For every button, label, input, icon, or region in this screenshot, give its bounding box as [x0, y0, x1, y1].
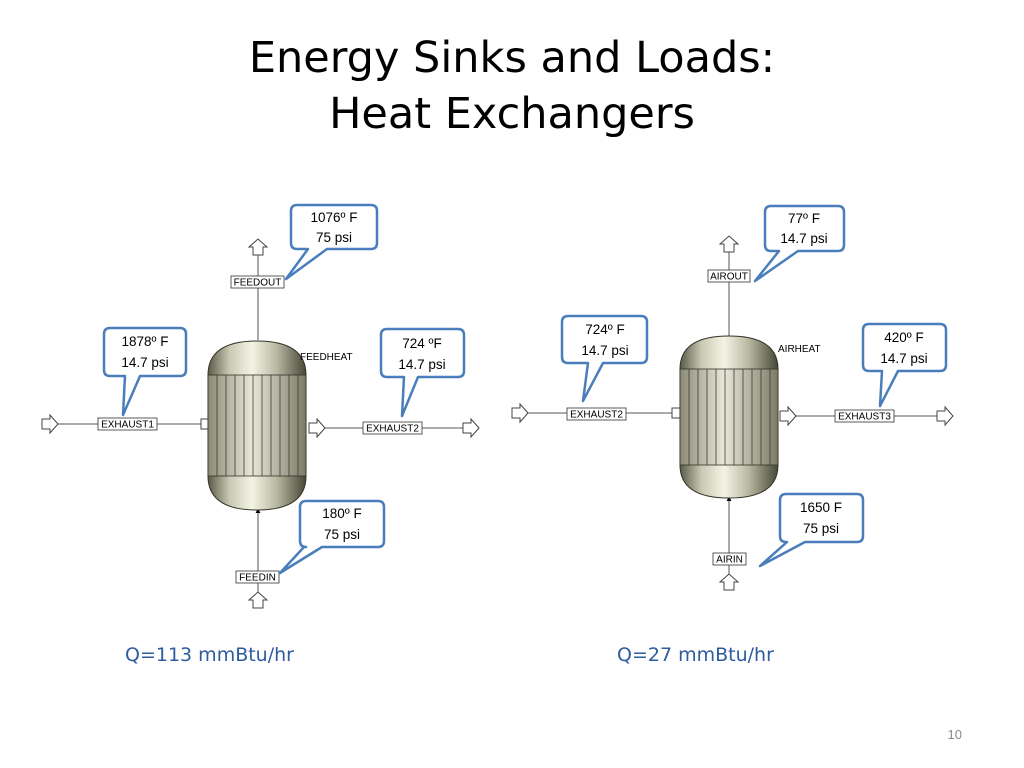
exhaust3-callout-temp: 420º F: [884, 330, 923, 345]
airin-callout: 1650 F 75 psi: [758, 492, 865, 568]
exhaust2-in-stream-text: EXHAUST2: [570, 410, 623, 421]
exhaust2-callout-temp: 724 ºF: [402, 336, 441, 351]
exhaust3-stream-text: EXHAUST3: [838, 412, 891, 423]
exhaust2-callout-pressure: 14.7 psi: [398, 357, 445, 372]
feedin-callout-temp: 180º F: [322, 506, 361, 521]
airin-callout-temp: 1650 F: [800, 500, 842, 515]
feedin-inlet-arrow-icon: [247, 591, 269, 609]
slide-title-line-2: Heat Exchangers: [329, 89, 695, 139]
slide-title-line-1: Energy Sinks and Loads:: [248, 33, 776, 83]
left-exchanger: FEEDHEAT FEEDOUT EXHAUST1 EXHAUST2 FEEDI…: [41, 203, 480, 666]
exhaust1-inlet-arrow-icon: [41, 413, 59, 435]
exhaust2-out-callout-pressure: 14.7 psi: [581, 343, 628, 358]
exhaust1-callout-pressure: 14.7 psi: [121, 355, 168, 370]
exhaust2-out-callout: 724º F 14.7 psi: [560, 314, 649, 403]
airout-callout: 77º F 14.7 psi: [753, 204, 846, 283]
exhaust2-outlet-arrow-icon: [462, 417, 480, 439]
feedin-stream-label: FEEDIN: [235, 570, 280, 584]
right-exchanger: AIRHEAT AIROUT EXHAUST2 EXHAUST3 AIRIN 7…: [511, 204, 954, 666]
feedin-callout: 180º F 75 psi: [278, 499, 386, 575]
airheat-exchanger-vessel: [679, 335, 779, 499]
left-heat-duty: Q=113 mmBtu/hr: [125, 644, 294, 666]
exhaust3-stream-label: EXHAUST3: [834, 409, 895, 423]
feedout-stream-label: FEEDOUT: [230, 275, 285, 289]
exhaust2-stream-text: EXHAUST2: [366, 424, 419, 435]
airout-callout-pressure: 14.7 psi: [780, 231, 827, 246]
exhaust2-in-stream-label: EXHAUST2: [566, 407, 627, 421]
airout-stream-label: AIROUT: [707, 269, 751, 283]
exhaust2-stream-label: EXHAUST2: [362, 421, 423, 435]
airout-callout-temp: 77º F: [788, 211, 820, 226]
airin-callout-pressure: 75 psi: [803, 521, 839, 536]
exhaust2-exit-arrow-icon: [308, 417, 326, 439]
feedout-callout-temp: 1076º F: [311, 210, 358, 225]
exhaust2-callout: 724 ºF 14.7 psi: [379, 327, 466, 418]
exhaust1-stream-label: EXHAUST1: [97, 417, 158, 431]
exhaust3-outlet-arrow-icon: [936, 405, 954, 427]
exhaust1-callout-temp: 1878º F: [122, 334, 169, 349]
exhaust3-callout: 420º F 14.7 psi: [861, 322, 948, 408]
feedheat-unit-label: FEEDHEAT: [300, 352, 353, 363]
exhaust3-callout-pressure: 14.7 psi: [880, 351, 927, 366]
feedout-callout-pressure: 75 psi: [316, 230, 352, 245]
exhaust1-callout: 1878º F 14.7 psi: [102, 326, 188, 417]
feedout-stream-text: FEEDOUT: [234, 278, 282, 289]
airout-outlet-arrow-icon: [718, 235, 740, 253]
feedin-callout-pressure: 75 psi: [324, 527, 360, 542]
airheat-unit-label: AIRHEAT: [778, 344, 821, 355]
exhaust3-exit-arrow-icon: [779, 405, 797, 427]
page-number: 10: [948, 727, 962, 742]
airin-inlet-arrow-icon: [718, 573, 740, 591]
airout-stream-text: AIROUT: [710, 272, 748, 283]
slide-title: Energy Sinks and Loads: Heat Exchangers: [0, 30, 1024, 142]
airin-stream-text: AIRIN: [716, 555, 743, 566]
feedin-stream-text: FEEDIN: [239, 573, 276, 584]
airin-stream-label: AIRIN: [712, 552, 747, 566]
feedheat-exchanger-vessel: [207, 340, 307, 511]
right-heat-duty: Q=27 mmBtu/hr: [617, 644, 774, 666]
exhaust2-out-callout-temp: 724º F: [585, 322, 624, 337]
feedout-callout: 1076º F 75 psi: [284, 203, 379, 281]
feedout-outlet-arrow-icon: [247, 238, 269, 256]
exhaust2-inlet-arrow-icon: [511, 402, 529, 424]
exhaust1-stream-text: EXHAUST1: [101, 420, 154, 431]
